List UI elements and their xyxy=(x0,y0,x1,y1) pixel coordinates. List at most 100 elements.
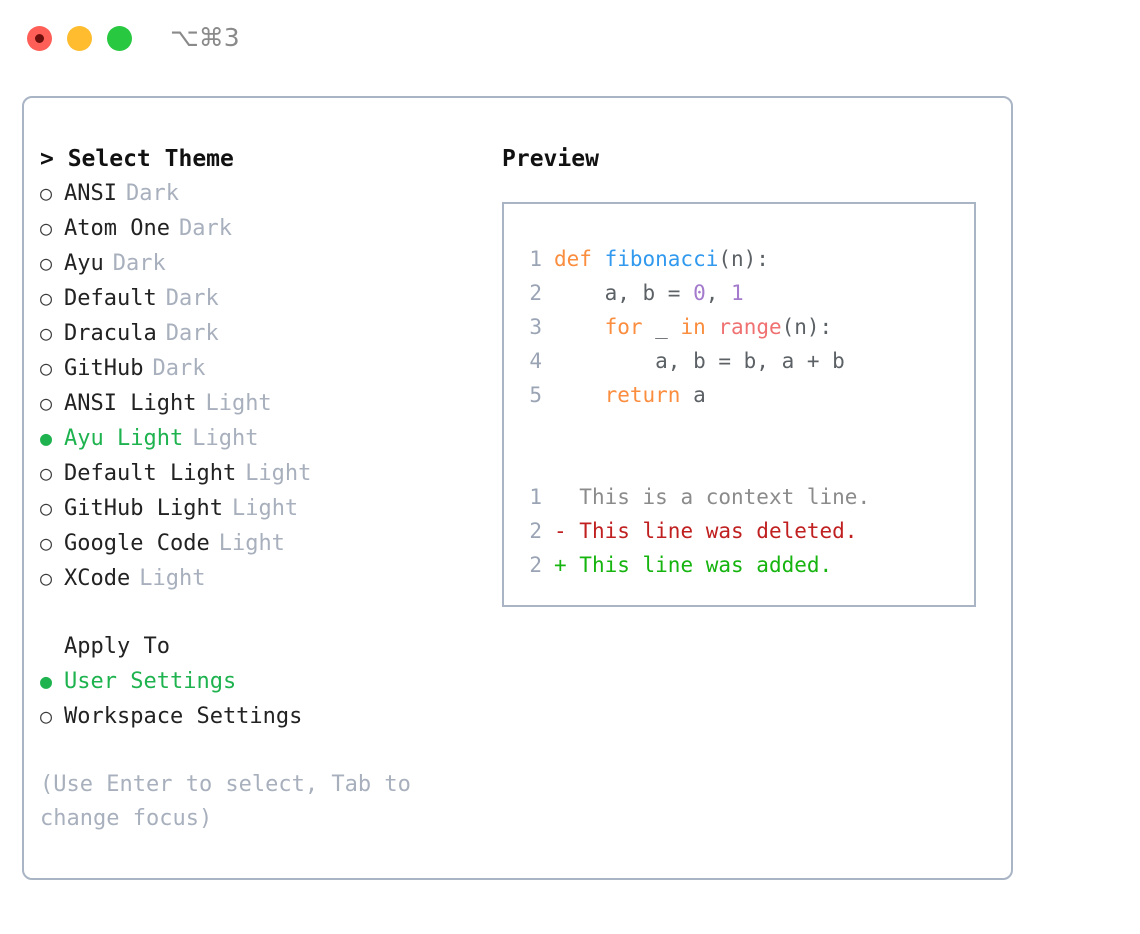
line-number: 2 xyxy=(529,519,542,543)
code-token: range xyxy=(718,315,782,339)
theme-option-label: GitHub Light xyxy=(64,496,223,521)
section-spacer xyxy=(40,596,480,630)
code-token: a, b = xyxy=(554,281,694,305)
window-controls xyxy=(27,26,132,51)
theme-option-github-light[interactable]: ○ GitHub Light Light xyxy=(40,491,480,526)
theme-option-ansi[interactable]: ○ ANSI Dark xyxy=(40,176,480,211)
theme-option-atom-one[interactable]: ○ Atom One Dark xyxy=(40,211,480,246)
diff-line-added: 2 + This line was added. xyxy=(516,548,974,582)
theme-list-column: > Select Theme ○ ANSI Dark ○ Atom One Da… xyxy=(40,142,480,836)
apply-to-heading: Apply To xyxy=(64,634,170,659)
minimize-button[interactable] xyxy=(67,26,92,51)
theme-option-label: Ayu Light xyxy=(64,426,184,451)
theme-option-tag: Dark xyxy=(152,356,206,381)
theme-option-ayu-light[interactable]: ● Ayu Light Light xyxy=(40,421,480,456)
theme-option-tag: Light xyxy=(205,391,272,416)
code-token xyxy=(554,310,605,344)
preview-column: Preview 1 def fibonacci(n): 2 a, b = 0, … xyxy=(502,142,992,607)
radio-icon: ○ xyxy=(40,321,53,345)
theme-option-label: ANSI xyxy=(64,181,117,206)
code-line: 1 def fibonacci(n): xyxy=(516,242,974,276)
radio-selected-icon: ● xyxy=(40,669,53,693)
diff-line-deleted: 2 - This line was deleted. xyxy=(516,514,974,548)
radio-icon: ○ xyxy=(40,391,53,415)
radio-icon: ○ xyxy=(40,531,53,555)
line-number: 1 xyxy=(529,485,542,509)
diff-text: This line was added. xyxy=(579,553,833,577)
keyboard-hint-text: (Use Enter to select, Tab to change focu… xyxy=(40,772,411,831)
theme-option-tag: Dark xyxy=(165,286,219,311)
theme-option-label: Dracula xyxy=(64,321,157,346)
keyboard-shortcut-label: ⌥⌘3 xyxy=(170,23,240,52)
theme-option-tag: Light xyxy=(218,531,285,556)
preview-heading: Preview xyxy=(502,146,599,172)
code-token: for xyxy=(604,315,643,339)
theme-option-default[interactable]: ○ Default Dark xyxy=(40,281,480,316)
theme-selector-panel: > Select Theme ○ ANSI Dark ○ Atom One Da… xyxy=(22,96,1013,880)
radio-icon: ○ xyxy=(40,216,53,240)
radio-icon: ○ xyxy=(40,251,53,275)
theme-option-label: Default xyxy=(64,286,157,311)
diff-text: This line was deleted. xyxy=(579,519,858,543)
code-line: 5 return a xyxy=(516,378,974,412)
diff-marker: - xyxy=(554,519,580,543)
code-token: def xyxy=(554,247,605,271)
code-token: , xyxy=(705,281,732,305)
radio-icon: ○ xyxy=(40,496,53,520)
code-token: 1 xyxy=(731,281,744,305)
code-token: in xyxy=(680,315,706,339)
close-button[interactable] xyxy=(27,26,52,51)
line-number: 1 xyxy=(529,247,542,271)
theme-option-ansi-light[interactable]: ○ ANSI Light Light xyxy=(40,386,480,421)
theme-option-tag: Dark xyxy=(112,251,166,276)
radio-selected-icon: ● xyxy=(40,426,53,450)
code-spacer xyxy=(516,412,974,446)
theme-option-github[interactable]: ○ GitHub Dark xyxy=(40,351,480,386)
theme-option-label: Default Light xyxy=(64,461,237,486)
apply-to-workspace-settings[interactable]: ○ Workspace Settings xyxy=(40,699,480,734)
theme-option-label: GitHub xyxy=(64,356,144,381)
radio-icon: ○ xyxy=(40,461,53,485)
line-number: 5 xyxy=(529,383,542,407)
preview-box: 1 def fibonacci(n): 2 a, b = 0, 1 3 for … xyxy=(502,202,976,607)
radio-icon: ○ xyxy=(40,704,53,728)
apply-to-user-settings[interactable]: ● User Settings xyxy=(40,664,480,699)
radio-icon: ○ xyxy=(40,181,53,205)
radio-icon: ○ xyxy=(40,286,53,310)
maximize-button[interactable] xyxy=(107,26,132,51)
theme-option-ayu[interactable]: ○ Ayu Dark xyxy=(40,246,480,281)
theme-option-google-code[interactable]: ○ Google Code Light xyxy=(40,526,480,561)
code-spacer xyxy=(516,446,974,480)
radio-icon: ○ xyxy=(40,356,53,380)
code-token: (n): xyxy=(718,247,769,271)
apply-to-label: Workspace Settings xyxy=(64,704,303,729)
line-number: 3 xyxy=(529,315,542,339)
code-token xyxy=(706,310,719,344)
theme-option-xcode[interactable]: ○ XCode Light xyxy=(40,561,480,596)
code-line: 4 a, b = b, a + b xyxy=(516,344,974,378)
apply-to-label: User Settings xyxy=(64,669,237,694)
theme-option-label: Atom One xyxy=(64,216,170,241)
theme-option-dracula[interactable]: ○ Dracula Dark xyxy=(40,316,480,351)
theme-option-tag: Light xyxy=(245,461,312,486)
code-token: 0 xyxy=(693,281,706,305)
code-line: 2 a, b = 0, 1 xyxy=(516,276,974,310)
code-token: _ xyxy=(642,315,681,339)
theme-option-tag: Dark xyxy=(125,181,179,206)
diff-marker xyxy=(554,480,579,514)
line-number: 4 xyxy=(529,349,542,373)
radio-icon: ○ xyxy=(40,566,53,590)
code-token xyxy=(554,378,605,412)
code-line: 3 for _ in range(n): xyxy=(516,310,974,344)
theme-option-label: XCode xyxy=(64,566,131,591)
select-theme-heading: > Select Theme xyxy=(40,146,234,172)
theme-option-default-light[interactable]: ○ Default Light Light xyxy=(40,456,480,491)
line-number: 2 xyxy=(529,553,542,577)
theme-option-tag: Light xyxy=(192,426,259,451)
theme-option-tag: Dark xyxy=(165,321,219,346)
window-titlebar: ⌥⌘3 xyxy=(0,0,1140,78)
line-number: 2 xyxy=(529,281,542,305)
code-token: a, b = b, a + b xyxy=(554,349,845,373)
theme-option-tag: Light xyxy=(139,566,206,591)
